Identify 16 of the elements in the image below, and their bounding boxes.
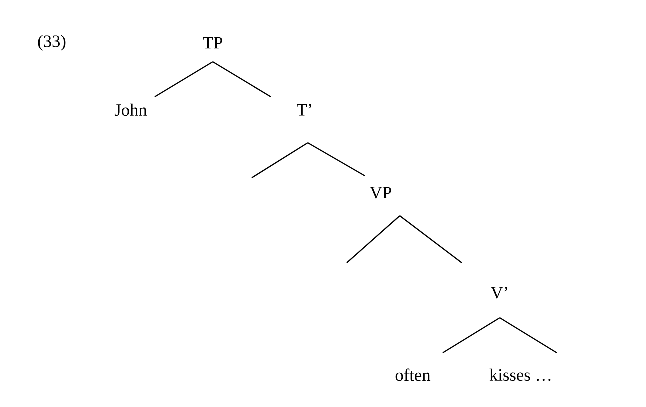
tree-branch xyxy=(442,318,500,354)
tree-node-label: kisses … xyxy=(490,368,551,382)
tree-branch xyxy=(346,216,400,264)
tree-node-label: John xyxy=(114,104,148,116)
tree-branch xyxy=(212,61,272,98)
example-number: (33) xyxy=(38,35,66,51)
tree-node-label: V’ xyxy=(491,287,508,299)
tree-branch xyxy=(154,61,214,98)
tree-node-label: T’ xyxy=(297,104,312,116)
tree-branch xyxy=(308,142,366,177)
tree-branch xyxy=(500,318,558,354)
tree-branch xyxy=(400,216,462,264)
tree-branch xyxy=(252,142,308,179)
tree-node-label: often xyxy=(396,368,431,382)
tree-node-label: TP xyxy=(203,37,222,49)
tree-node-label: VP xyxy=(370,187,392,199)
